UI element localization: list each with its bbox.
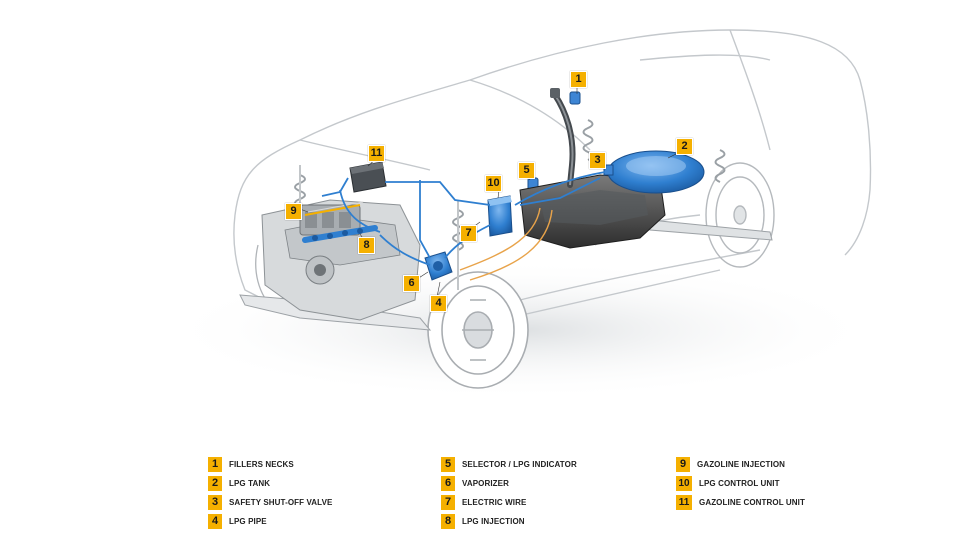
legend-label: FILLERS NECKS — [229, 459, 294, 469]
legend-item-7: 7 ELECTRIC WIRE — [441, 494, 526, 510]
callout-2: 2 — [676, 138, 693, 155]
legend-item-1: 1 FILLERS NECKS — [208, 456, 294, 472]
callout-11: 11 — [368, 145, 385, 162]
callout-10: 10 — [485, 175, 502, 192]
legend-number: 10 — [676, 475, 692, 491]
legend-item-3: 3 SAFETY SHUT-OFF VALVE — [208, 494, 332, 510]
legend-label: GAZOLINE INJECTION — [697, 459, 786, 469]
vaporizer — [424, 251, 453, 281]
legend-number: 1 — [208, 456, 222, 472]
legend-number: 5 — [441, 456, 455, 472]
callout-6: 6 — [403, 275, 420, 292]
rear-wheel — [705, 162, 775, 268]
electric-wire — [459, 207, 553, 281]
legend-number: 3 — [208, 494, 222, 510]
legend-label: LPG TANK — [229, 478, 271, 488]
legend-label: LPG CONTROL UNIT — [699, 478, 780, 488]
legend-number: 6 — [441, 475, 455, 491]
legend-item-9: 9 GAZOLINE INJECTION — [676, 456, 785, 472]
legend-label: GAZOLINE CONTROL UNIT — [699, 497, 805, 507]
legend-number: 4 — [208, 513, 222, 529]
legend-number: 8 — [441, 513, 455, 529]
callout-1: 1 — [570, 71, 587, 88]
callout-7: 7 — [460, 225, 477, 242]
callout-3: 3 — [589, 152, 606, 169]
legend-number: 2 — [208, 475, 222, 491]
legend-label: ELECTRIC WIRE — [462, 497, 527, 507]
rear-axle — [649, 219, 773, 241]
legend-label: LPG PIPE — [229, 516, 267, 526]
legend-number: 9 — [676, 456, 690, 472]
lpg-injection-rail — [302, 225, 378, 243]
gasoline-injection — [304, 201, 364, 216]
filler-neck — [550, 88, 581, 188]
lpg-control-unit — [487, 195, 513, 237]
legend-item-2: 2 LPG TANK — [208, 475, 270, 491]
car-cutaway-diagram — [160, 29, 880, 400]
callout-4: 4 — [430, 295, 447, 312]
legend-label: LPG INJECTION — [462, 516, 525, 526]
front-wheel — [427, 271, 529, 389]
legend-item-5: 5 SELECTOR / LPG INDICATOR — [441, 456, 577, 472]
legend-number: 7 — [441, 494, 455, 510]
gasoline-tank — [519, 174, 666, 249]
legend-item-11: 11 GAZOLINE CONTROL UNIT — [676, 494, 805, 510]
gasoline-control-unit — [349, 161, 387, 193]
callout-9: 9 — [285, 203, 302, 220]
legend-item-6: 6 VAPORIZER — [441, 475, 509, 491]
legend-item-8: 8 LPG INJECTION — [441, 513, 525, 529]
callout-8: 8 — [358, 237, 375, 254]
rear-spring-right — [714, 149, 726, 183]
legend-label: SAFETY SHUT-OFF VALVE — [229, 497, 333, 507]
legend-item-10: 10 LPG CONTROL UNIT — [676, 475, 780, 491]
callout-5: 5 — [518, 162, 535, 179]
legend-number: 11 — [676, 494, 692, 510]
lpg-pipes — [321, 171, 606, 266]
legend-label: VAPORIZER — [462, 478, 509, 488]
lpg-tank — [607, 150, 705, 194]
legend-item-4: 4 LPG PIPE — [208, 513, 267, 529]
safety-shutoff-valve — [603, 164, 614, 176]
legend-label: SELECTOR / LPG INDICATOR — [462, 459, 577, 469]
